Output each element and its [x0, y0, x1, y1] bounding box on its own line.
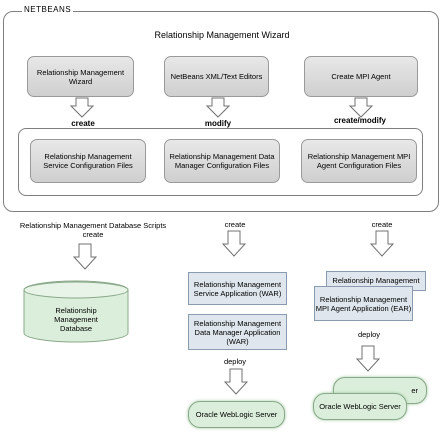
wizard-title: Relationship Management Wizard [154, 30, 290, 40]
editors-box-label: NetBeans XML/Text Editors [170, 72, 263, 81]
label-create-right: create [371, 220, 393, 229]
mpi-app-back-label: Relationship Management [332, 276, 420, 285]
db-scripts-label: Relationship Management Database Scripts… [19, 221, 167, 239]
arrow-deploy-mid [223, 368, 249, 395]
label-create-mid: create [224, 220, 246, 229]
arrow-mid [221, 230, 247, 257]
netbeans-frame [3, 11, 439, 212]
dm-app-box: Relationship Management Data Manager App… [188, 314, 287, 350]
wizard-box-label: Relationship Management Wizard [36, 67, 125, 86]
mpi-config-label: Relationship Management MPI Agent Config… [307, 152, 411, 170]
weblogic-server-right-label: Oracle WebLogic Server [319, 402, 401, 411]
service-app-box: Relationship Management Service Applicat… [188, 272, 287, 305]
mpi-config-box: Relationship Management MPI Agent Config… [301, 139, 417, 183]
dm-config-box: Relationship Management Data Manager Con… [164, 139, 280, 183]
weblogic-server-back-label: er [411, 386, 418, 395]
label-deploy-mid: deploy [223, 357, 247, 366]
arrow-editors [205, 97, 231, 118]
weblogic-server-right: Oracle WebLogic Server [313, 393, 407, 420]
wizard-box: Relationship Management Wizard [27, 56, 134, 97]
mpi-app-box: Relationship Management MPI Agent Applic… [314, 286, 413, 321]
weblogic-server-mid: Oracle WebLogic Server [188, 401, 285, 428]
mpi-agent-box-label: Create MPI Agent [331, 72, 391, 81]
database-cylinder [23, 280, 129, 343]
frame-label: NETBEANS [22, 5, 74, 14]
label-create-modify: create/modify [333, 116, 387, 125]
arrow-wizard [69, 97, 95, 118]
arrow-db [72, 243, 98, 270]
service-config-box: Relationship Management Service Configur… [30, 139, 146, 183]
arrow-deploy-right [355, 345, 381, 372]
arrow-mpi [348, 97, 374, 118]
weblogic-server-mid-label: Oracle WebLogic Server [195, 410, 278, 419]
arrow-right [369, 230, 395, 257]
service-config-label: Relationship Management Service Configur… [43, 152, 133, 170]
mpi-agent-box: Create MPI Agent [304, 56, 418, 97]
editors-box: NetBeans XML/Text Editors [164, 56, 269, 97]
dm-app-label: Relationship Management Data Manager App… [193, 318, 282, 346]
label-deploy-right: deploy [357, 330, 381, 339]
mpi-app-label: Relationship Management MPI Agent Applic… [315, 294, 412, 313]
label-modify: modify [204, 119, 232, 128]
database-label: Relationship Management Database [54, 306, 98, 333]
label-create: create [71, 119, 95, 128]
dm-config-label: Relationship Management Data Manager Con… [169, 152, 275, 170]
config-files-frame [18, 128, 423, 196]
service-app-label: Relationship Management Service Applicat… [193, 279, 282, 298]
